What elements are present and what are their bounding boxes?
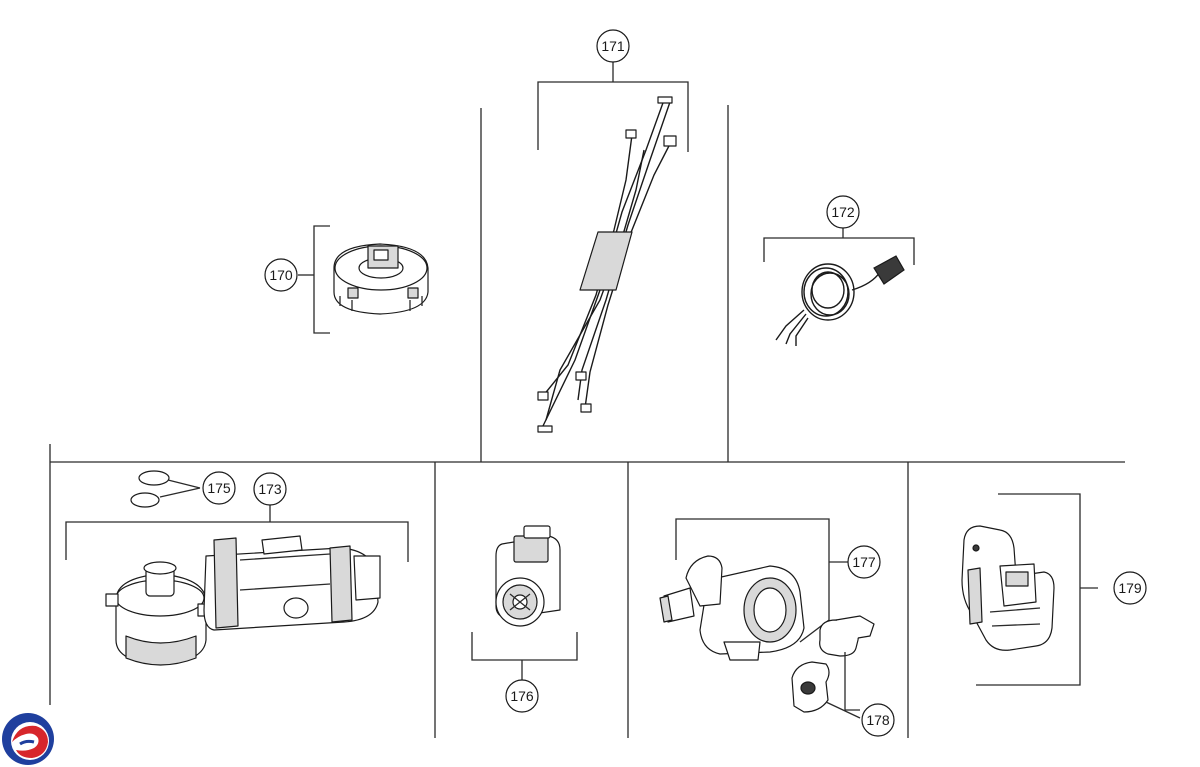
callout-173-label: 173 xyxy=(258,481,282,497)
part-175-o-rings xyxy=(130,470,201,508)
callout-179: 179 xyxy=(1113,571,1147,605)
part-176-drain-pump xyxy=(471,525,578,680)
callout-178-label: 178 xyxy=(866,712,890,728)
callout-177-label: 177 xyxy=(852,554,876,570)
part-170-pressure-switch xyxy=(298,225,429,334)
brand-logo xyxy=(2,713,54,765)
callout-176: 176 xyxy=(505,679,539,713)
part-173-circulation-pump xyxy=(65,505,409,666)
part-179-dispenser xyxy=(961,493,1098,686)
callout-175-label: 175 xyxy=(207,480,231,496)
callout-179-label: 179 xyxy=(1118,580,1142,596)
part-177-wash-pump xyxy=(659,518,848,661)
callout-172-label: 172 xyxy=(831,204,855,220)
callout-170: 170 xyxy=(264,258,298,292)
callout-172: 172 xyxy=(826,195,860,229)
callout-175: 175 xyxy=(202,471,236,505)
section-dividers xyxy=(49,105,1125,738)
callout-171-label: 171 xyxy=(601,38,625,54)
callout-176-label: 176 xyxy=(510,688,534,704)
callout-177: 177 xyxy=(847,545,881,579)
callout-178: 178 xyxy=(861,703,895,737)
part-178-hose-clamps xyxy=(791,615,875,719)
callout-171: 171 xyxy=(596,29,630,63)
callout-170-label: 170 xyxy=(269,267,293,283)
part-171-wiring-harness xyxy=(537,62,689,433)
callout-173: 173 xyxy=(253,472,287,506)
part-172-power-cord xyxy=(763,228,915,346)
